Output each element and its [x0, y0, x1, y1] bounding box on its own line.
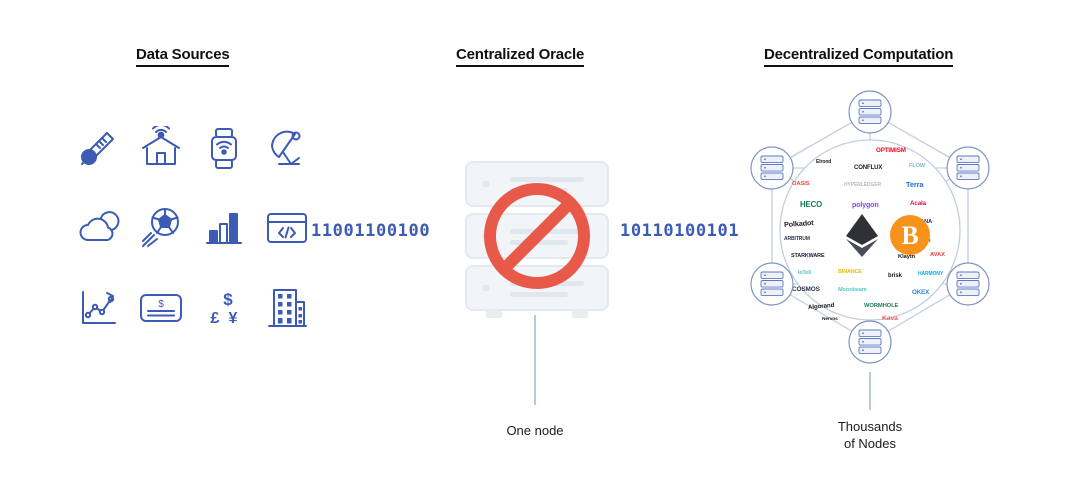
logo-optimism: OPTIMISM	[876, 147, 906, 154]
logo-starkware: STARKWARE	[791, 253, 825, 259]
bar-chart-icon	[192, 188, 255, 268]
logo-moonbeam: Moonbeam	[838, 287, 867, 293]
code-window-icon	[255, 188, 318, 268]
logo-conflux: CONFLUX	[854, 165, 883, 171]
logo-iotex: IoTeX	[798, 270, 812, 276]
logo-kava: Kava	[882, 315, 898, 322]
currency-icon: $ £ ¥	[192, 268, 255, 348]
decentralized-connector-line	[869, 372, 871, 410]
logo-polygon: polygon	[852, 202, 879, 209]
svg-text:£: £	[210, 310, 219, 327]
soccer-ball-icon	[129, 188, 192, 268]
svg-text:$: $	[158, 299, 164, 310]
logo-elrond: Elrond	[816, 159, 832, 165]
line-chart-icon	[66, 268, 129, 348]
logo-hyperledger: HYPERLEDGER	[844, 182, 881, 188]
check-card-icon: $	[129, 268, 192, 348]
logo-polkadot: Polkadot	[783, 217, 814, 230]
data-sources-icon-grid: $ $ £ ¥	[66, 108, 318, 348]
logo-terra: Terra	[906, 180, 924, 189]
centralized-connector-line	[534, 315, 536, 405]
logo-arbitrum: ARBITRUM	[784, 236, 810, 242]
svg-text:¥: ¥	[228, 310, 237, 327]
binary-stream-right: 10110100101	[620, 221, 740, 241]
logo-acala: Acala	[910, 200, 927, 207]
smartwatch-icon	[192, 108, 255, 188]
logo-binance: BINANCE	[838, 269, 862, 275]
thermometer-icon	[66, 108, 129, 188]
prohibition-icon	[484, 183, 590, 289]
svg-text:B: B	[901, 221, 918, 250]
logo-heco: HECO	[800, 200, 823, 209]
logo-wormhole: WORMHOLE	[864, 303, 899, 309]
smart-home-icon	[129, 108, 192, 188]
logo-brisk: brisk	[888, 273, 902, 279]
weather-cloud-icon	[66, 188, 129, 268]
building-icon	[255, 268, 318, 348]
logo-oasis: OASIS	[792, 181, 810, 187]
logo-avalanche: AVAX	[930, 252, 945, 258]
bitcoin-logo: B	[890, 215, 930, 255]
logo-nervos: Nervos	[822, 317, 838, 322]
binary-stream-left: 11001100100	[311, 221, 431, 241]
logo-cosmos: COSMOS	[792, 286, 820, 293]
svg-text:$: $	[223, 290, 233, 309]
featured-logos: B	[846, 214, 930, 257]
heading-data-sources: Data Sources	[136, 46, 230, 67]
label-thousands-of-nodes: Thousands of Nodes	[837, 419, 903, 451]
logo-algorand: Algorand	[807, 301, 835, 312]
heading-centralized-oracle: Centralized Oracle	[456, 46, 584, 67]
ethereum-logo	[846, 214, 878, 257]
heading-decentralized-computation: Decentralized Computation	[764, 46, 953, 67]
centralized-server-rack	[452, 152, 622, 322]
logo-klaytn: Klaytn	[898, 254, 916, 260]
logo-flow: FLOW	[909, 163, 926, 169]
logo-harmony: HARMONY	[918, 271, 944, 277]
label-one-node: One node	[506, 423, 564, 438]
satellite-dish-icon	[255, 108, 318, 188]
logo-okex: OKEX	[912, 289, 930, 296]
